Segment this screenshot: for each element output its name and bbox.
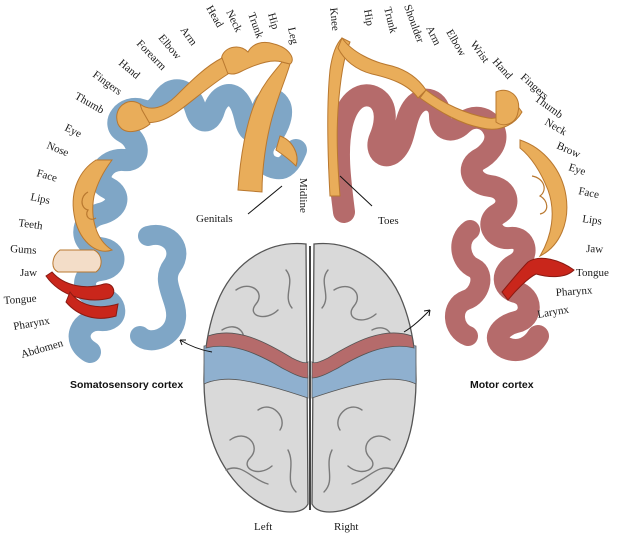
sensory-label-abdomen: Abdomen — [20, 337, 65, 361]
motor-label-trunk: Trunk — [381, 6, 399, 35]
sensory-label-jaw: Jaw — [20, 267, 37, 279]
sensory-label-nose: Nose — [45, 140, 71, 160]
sensory-label-pharynx: Pharynx — [12, 315, 51, 333]
motor-label-larynx: Larynx — [536, 304, 570, 321]
motor-label-brow: Brow — [555, 140, 582, 161]
motor-label-arm: Arm — [423, 24, 443, 48]
toes-label: Toes — [378, 215, 399, 227]
sensory-label-hand: Hand — [116, 57, 142, 82]
midline-label: Midline — [297, 178, 309, 213]
motor-label-eye: Eye — [567, 161, 587, 178]
motor-label-jaw: Jaw — [586, 243, 604, 256]
sensory-label-gums: Gums — [10, 243, 37, 257]
motor-label-hip: Hip — [361, 8, 376, 27]
sensory-label-lips: Lips — [29, 191, 51, 207]
motor-label-face: Face — [577, 185, 600, 201]
sensory-label-neck: Neck — [223, 8, 244, 35]
sensory-label-fingers: Fingers — [90, 69, 124, 98]
motor-strip — [327, 84, 549, 362]
sensory-homunculus — [45, 41, 298, 319]
sensory-label-hip: Hip — [265, 12, 281, 32]
motor-label-wrist: Wrist — [468, 39, 492, 65]
sensory-label-thumb: Thumb — [73, 90, 107, 117]
motor-label-knee: Knee — [327, 7, 341, 31]
brain-top-view — [203, 242, 417, 513]
motor-label-hand: Hand — [490, 56, 515, 82]
left-label: Left — [254, 521, 272, 533]
sensory-label-arm: Arm — [178, 25, 200, 49]
right-label: Right — [334, 521, 358, 533]
motor-caption: Motor cortex — [470, 379, 534, 391]
motor-label-lips: Lips — [582, 213, 603, 228]
sensory-label-eye: Eye — [63, 122, 84, 140]
motor-homunculus — [327, 36, 575, 301]
motor-label-pharynx: Pharynx — [555, 284, 593, 299]
genitals-label: Genitals — [196, 213, 233, 225]
sensory-label-trunk: Trunk — [245, 11, 266, 40]
arrows — [179, 175, 431, 353]
motor-label-neck: Neck — [543, 116, 570, 138]
motor-label-tongue: Tongue — [576, 267, 609, 279]
sensory-label-leg: Leg — [285, 26, 300, 46]
somatosensory-caption: Somatosensory cortex — [70, 379, 183, 391]
motor-label-elbow: Elbow — [443, 28, 468, 59]
sensory-label-face: Face — [35, 167, 58, 184]
sensory-label-tongue: Tongue — [3, 293, 37, 307]
motor-label-shoulder: Shoulder — [401, 3, 426, 45]
sensory-label-head: Head — [203, 4, 225, 31]
sensory-label-teeth: Teeth — [18, 217, 44, 232]
